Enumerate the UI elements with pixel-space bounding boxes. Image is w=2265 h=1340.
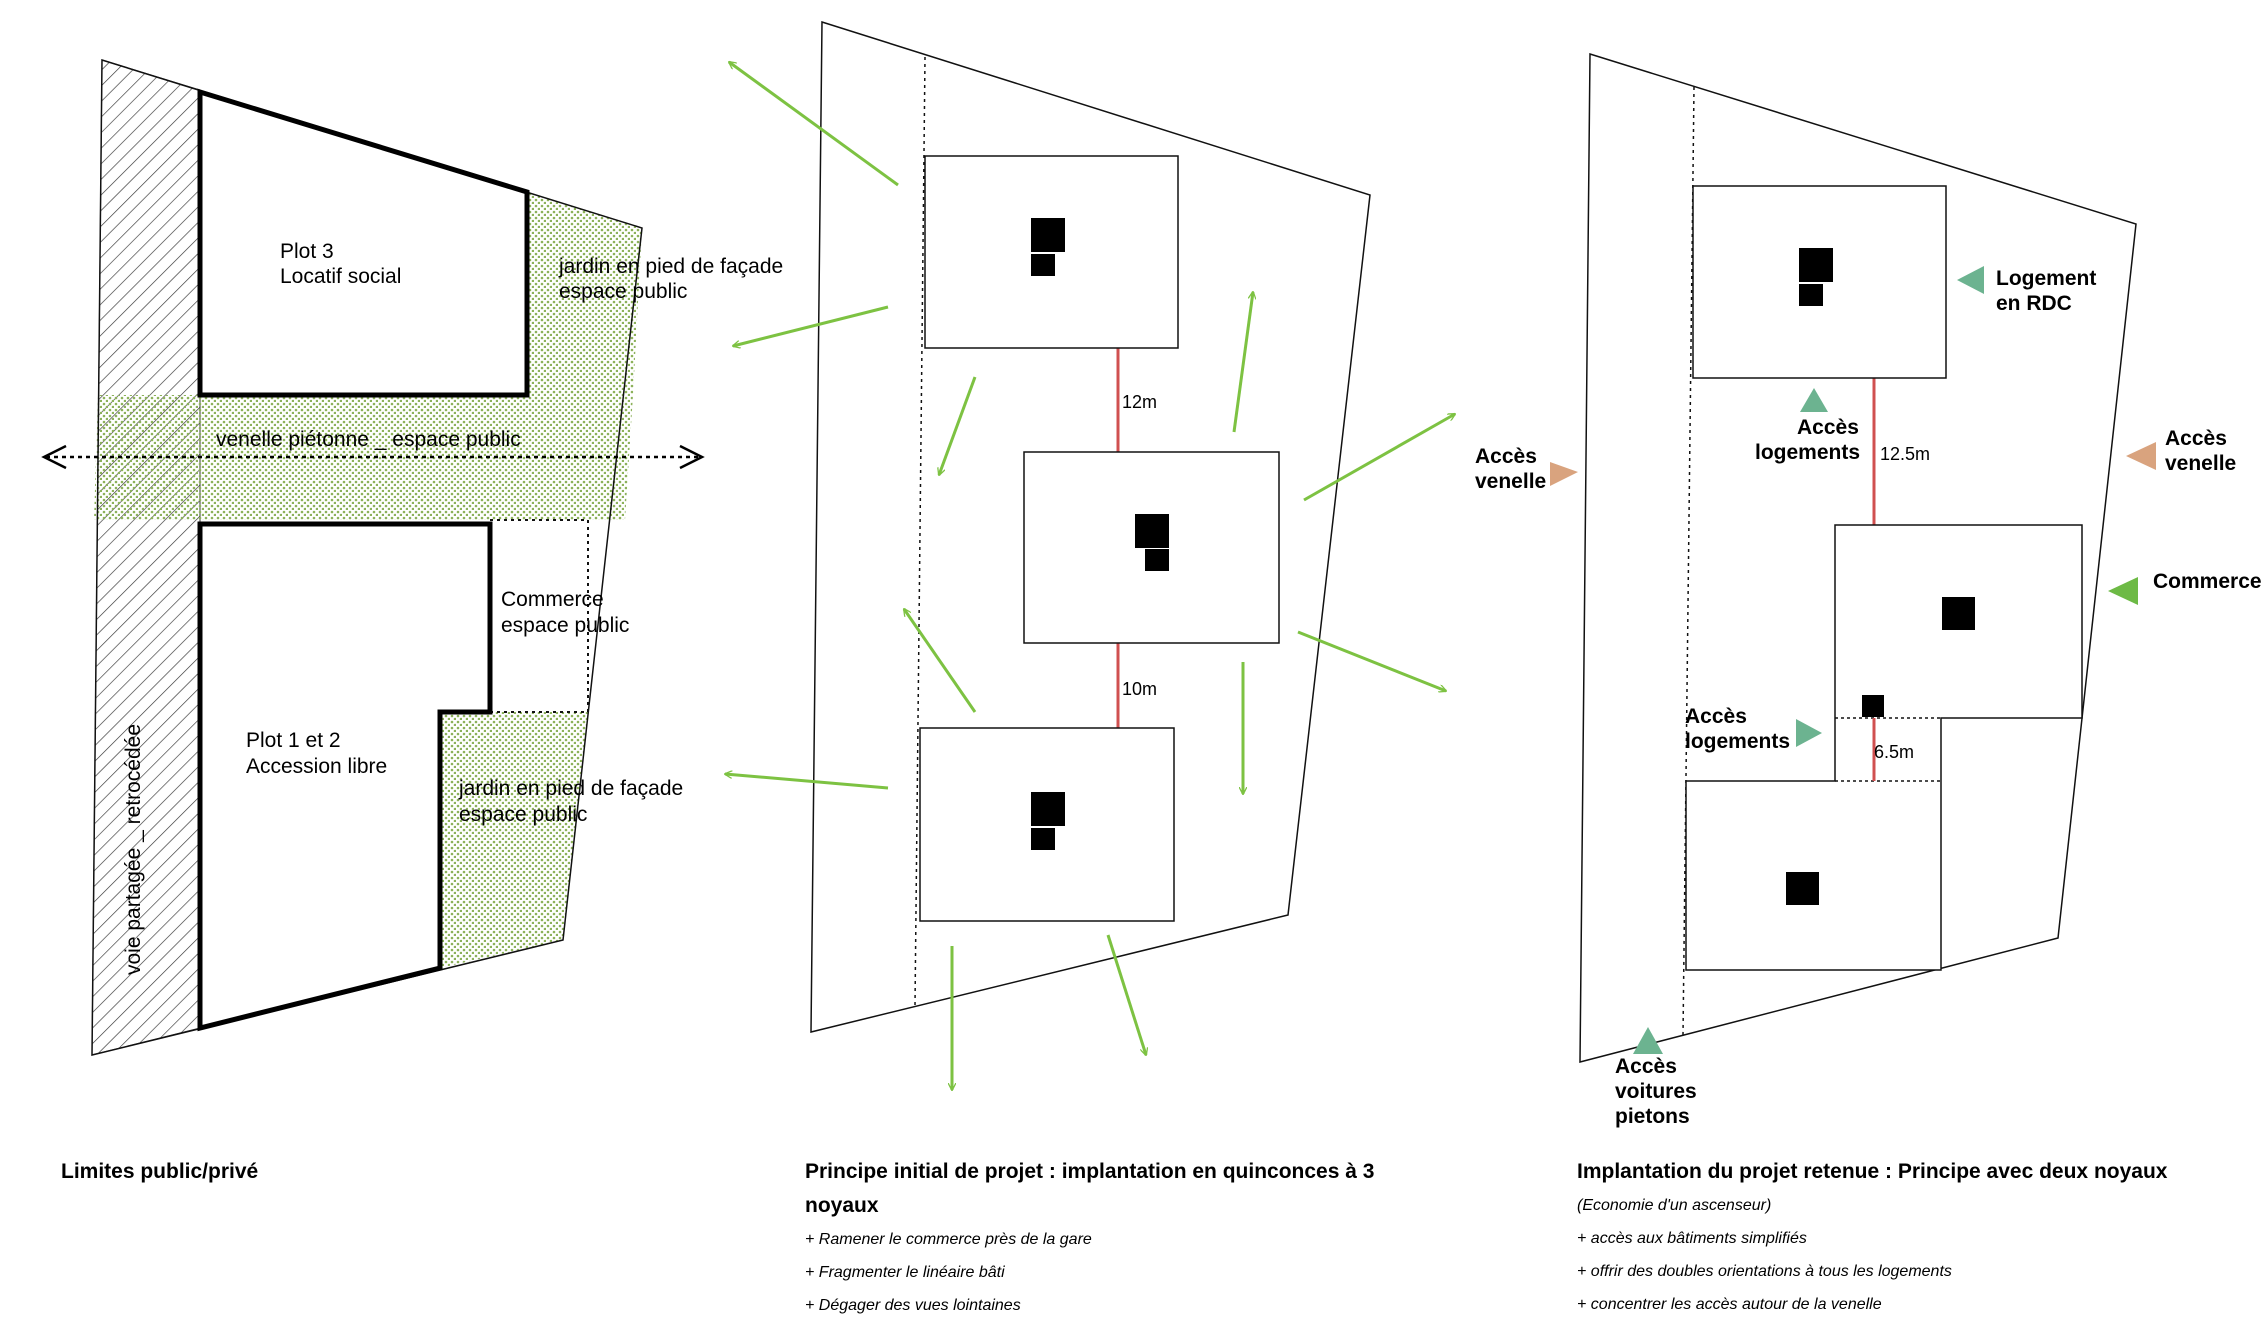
distance-label-12m: 12m <box>1122 392 1157 412</box>
view-arrow <box>729 62 899 187</box>
venelle-zone <box>94 395 633 520</box>
core-top-retenu-a <box>1799 248 1833 282</box>
building-l-shape <box>1685 524 2083 971</box>
core-bottom-b <box>1031 828 1055 850</box>
acces-logements-mid-marker <box>1796 719 1822 747</box>
view-arrow <box>725 774 889 790</box>
view-arrow <box>1303 412 1455 502</box>
core-lower <box>1786 872 1819 905</box>
plot-3-label: Plot 3 <box>280 240 334 263</box>
caption-middle-title: Principe initial de projet : implantatio… <box>805 1160 1375 1217</box>
caption-middle: Principe initial de projet : implantatio… <box>805 1155 1445 1322</box>
caption-right-item: + concentrer les accès autour de la vene… <box>1577 1296 1882 1313</box>
acces-logements-top-marker <box>1800 388 1828 412</box>
view-arrows <box>725 62 1455 1090</box>
commerce-access-label: Commerce <box>2153 570 2262 593</box>
acces-venelle-right-sublabel: venelle <box>2165 452 2236 475</box>
caption-left: Limites public/privé <box>61 1155 661 1189</box>
view-arrow <box>1232 292 1253 433</box>
acces-logements-top-label: Accès <box>1797 416 1859 439</box>
core-top-retenu-b <box>1799 284 1823 306</box>
commerce-outline <box>490 519 589 713</box>
acces-venelle-left-marker <box>1550 462 1578 486</box>
panel-projet-retenu: Accès venelle Accès logements 12.5m Loge… <box>1475 52 2262 1128</box>
logement-rdc-sublabel: en RDC <box>1996 292 2072 315</box>
acces-voitures-label: Accès <box>1615 1055 1677 1078</box>
core-bottom-a <box>1031 792 1065 826</box>
plot-12-sublabel: Accession libre <box>246 755 387 778</box>
jardin-bottom-zone <box>440 712 588 968</box>
plot-12-label: Plot 1 et 2 <box>246 729 341 752</box>
commerce-marker <box>2108 577 2138 605</box>
jardin-bottom-label: jardin en pied de façade <box>458 777 683 800</box>
voie-partagee-zone <box>91 59 201 1056</box>
jardin-top-label: jardin en pied de façade <box>558 255 783 278</box>
logement-rdc-label: Logement <box>1996 267 2096 290</box>
acces-venelle-right-label: Accès <box>2165 427 2227 450</box>
distance-label-6-5m: 6.5m <box>1874 742 1914 762</box>
caption-right-item: + accès aux bâtiments simplifiés <box>1577 1230 1807 1247</box>
view-arrow <box>1297 630 1446 691</box>
caption-middle-item: + Dégager des vues lointaines <box>805 1297 1021 1314</box>
caption-middle-item: + Fragmenter le linéaire bâti <box>805 1264 1005 1281</box>
caption-right-item: + offrir des doubles orientations à tous… <box>1577 1263 1952 1280</box>
jardin-top-sublabel: espace public <box>559 280 687 303</box>
venelle-arrow-head-left <box>41 444 67 470</box>
caption-left-title: Limites public/privé <box>61 1160 259 1183</box>
jardin-bottom-sublabel: espace public <box>459 803 587 826</box>
caption-right-title: Implantation du projet retenue : Princip… <box>1577 1160 2168 1183</box>
venelle-arrow-head-right <box>679 444 705 470</box>
plot-12-outline <box>197 521 493 1032</box>
core-top-b <box>1031 254 1055 276</box>
panel-limites: Plot 3 Locatif social jardin en pied de … <box>41 58 783 1056</box>
acces-voitures-marker <box>1633 1027 1663 1054</box>
core-middle-b <box>1145 549 1169 571</box>
view-arrow <box>733 305 889 346</box>
core-middle-a <box>1135 514 1169 548</box>
view-arrow <box>1106 934 1146 1055</box>
core-small <box>1862 695 1884 717</box>
distance-label-10m: 10m <box>1122 679 1157 699</box>
view-arrow <box>939 376 977 475</box>
commerce-sublabel: espace public <box>501 614 629 637</box>
site-outline-2 <box>810 20 1371 1033</box>
venelle-label: venelle piétonne _ espace public <box>216 428 521 451</box>
panel-principe-initial: 12m 10m <box>725 20 1455 1090</box>
logement-rdc-marker <box>1957 266 1984 294</box>
acces-venelle-left-sublabel: venelle <box>1475 470 1546 493</box>
voie-label: voie partagée _ retrocédée <box>122 724 145 975</box>
distance-label-12-5m: 12.5m <box>1880 444 1930 464</box>
core-top-a <box>1031 218 1065 252</box>
plot-3-outline <box>197 88 530 398</box>
acces-venelle-right-marker <box>2126 442 2156 470</box>
acces-voitures-sublabel-1: voitures <box>1615 1080 1697 1103</box>
plot-3-sublabel: Locatif social <box>280 265 401 288</box>
commerce-label: Commerce <box>501 588 604 611</box>
jardin-top-zone <box>527 192 642 395</box>
caption-middle-item: + Ramener le commerce près de la gare <box>805 1231 1092 1248</box>
site-outline-3 <box>1579 52 2137 1063</box>
caption-right-item: (Economie d'un ascenseur) <box>1577 1197 1772 1214</box>
acces-venelle-left-label: Accès <box>1475 445 1537 468</box>
view-arrow <box>904 609 977 713</box>
acces-logements-mid-label: Accès <box>1685 705 1747 728</box>
caption-right: Implantation du projet retenue : Princip… <box>1577 1155 2247 1321</box>
acces-logements-mid-sublabel: logements <box>1685 730 1790 753</box>
acces-voitures-sublabel-2: pietons <box>1615 1105 1690 1128</box>
acces-logements-top-sublabel: logements <box>1755 441 1860 464</box>
core-upper <box>1942 597 1975 630</box>
